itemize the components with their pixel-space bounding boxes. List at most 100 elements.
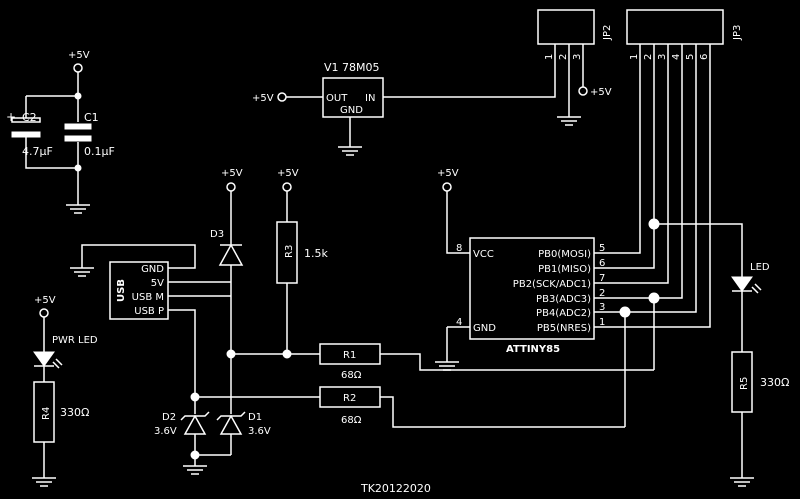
mcu-pin-number: 8 [456,243,462,254]
r5-value: 330Ω [760,376,789,389]
mcu-pin-label: PB4(ADC2) [536,308,591,319]
r4-value: 330Ω [60,406,89,419]
mcu-pin-number: 6 [599,258,605,269]
usb-pin-label: USB P [134,306,164,317]
r4-body [33,381,55,443]
mcu-pin-number: 7 [599,273,605,284]
mcu-gnd-pin: GND [473,323,496,334]
mcu-label: ATTINY85 [506,344,560,355]
jp3-pin-label: 2 [643,54,654,60]
d2-label: D2 [162,412,176,423]
c2-plus-sign: + [6,110,16,124]
jp2-vcc-label: +5V [590,87,612,98]
d1-label: D1 [248,412,262,423]
mcu-pin-number: 2 [599,288,605,299]
jp3-header: JP3 1 2 3 4 5 6 [626,9,743,60]
junction-dot [190,450,200,460]
jp3-pin-label: 4 [671,54,682,60]
mcu-pin-number: 5 [599,243,605,254]
vcc-label: +5V [68,50,90,61]
zener-diodes: D2 3.6V D1 3.6V [154,397,271,475]
pwr-vcc-terminal [39,308,49,318]
c1-label: C1 [84,111,99,124]
d2-value: 3.6V [154,426,177,437]
mcu-pin-label: PB2(SCK/ADC1) [513,279,591,290]
status-led-block: LED R5 330Ω [730,262,789,487]
r2-resistor: R2 68Ω [195,386,625,428]
d3-vcc-label: +5V [221,168,243,179]
mcu-pin-number: 4 [456,317,462,328]
d2-zener-body [183,414,207,435]
c2-capacitor-plate-neg [11,131,41,138]
jp2-header: JP2 1 2 3 +5V [537,9,613,126]
c2-capacitor-plate [11,117,41,123]
junction-dot [648,218,660,230]
attiny85-body [469,237,595,340]
pwr-led-label: PWR LED [52,335,98,346]
r2-value: 68Ω [341,415,362,426]
d3-diode: +5V D3 [210,168,244,282]
r3-vcc-terminal [282,182,292,192]
regulator-gnd-pin: GND [340,105,363,116]
jp2-vcc-terminal [578,86,588,96]
d1-zener-body [219,414,243,435]
d3-label: D3 [210,229,224,240]
vout-terminal [277,92,287,102]
mcu-pin-label: PB0(MOSI) [538,249,591,260]
jp2-pin-label: 1 [544,54,555,60]
mcu-pin-label: PB3(ADC3) [536,294,591,305]
jp3-pin-label: 3 [657,54,668,60]
jp2-pin-label: 3 [572,54,583,60]
jp2-body [537,9,595,45]
pwr-vcc-label: +5V [34,295,56,306]
regulator-78m05 [322,77,384,118]
r3-resistor: +5V R3 1.5k [276,168,328,359]
junction-dot [282,349,292,359]
mcu-vcc-pin: VCC [473,249,494,260]
junction-dot [648,292,660,304]
jp3-pin-label: 1 [629,54,640,60]
usb-body [109,261,169,320]
jp3-label: JP3 [732,25,743,41]
jp3-pin-label: 6 [699,54,710,60]
usb-pin-label: 5V [151,278,164,289]
c1-value: 0.1µF [84,145,115,158]
capacitor-block: +5V + C2 4.7µF C1 0.1µF [6,50,115,214]
c2-value: 4.7µF [22,145,53,158]
usb-pin-label: USB M [132,292,164,303]
pwr-led-icon [33,351,55,367]
mcu-pin-number: 3 [599,302,605,313]
junction-dot [619,306,631,318]
regulator-out-pin: OUT [326,93,348,104]
r3-body [276,221,298,284]
mcu-pin-number: 1 [599,317,605,328]
r3-label: R3 [284,245,295,258]
jp2-label: JP2 [602,25,613,41]
regulator-block: +5V V1 78M05 OUT IN GND [252,59,556,156]
jp3-pin-label: 5 [685,54,696,60]
d3-vcc-terminal [226,182,236,192]
vcc-terminal [73,63,83,73]
c1-capacitor-plate [64,123,92,130]
r1-resistor: R1 68Ω [319,343,622,381]
footer-id: TK20122020 [360,482,431,495]
jp2-pin-label: 2 [558,54,569,60]
usb-label: USB [116,279,127,302]
led-label: LED [750,262,770,273]
usb-pin-label: GND [141,264,164,275]
mcu-vcc-terminal [442,182,452,192]
d3-diode-body [218,243,244,266]
jp3-body [626,9,724,45]
power-led-block: +5V PWR LED R4 330Ω [32,295,98,487]
c1-capacitor-plate [64,135,92,142]
regulator-in-pin: IN [365,93,375,104]
mcu-pin-label: PB1(MISO) [538,264,591,275]
r1-value: 68Ω [341,370,362,381]
r1-label: R1 [343,350,356,361]
c2-label: C2 [22,111,37,124]
r4-label: R4 [41,407,52,420]
attiny85-chip: +5V 8 4 VCC GND PB0(MOSI) PB1(MISO) PB2(… [435,168,605,371]
r5-label: R5 [739,377,750,390]
r2-label: R2 [343,393,356,404]
